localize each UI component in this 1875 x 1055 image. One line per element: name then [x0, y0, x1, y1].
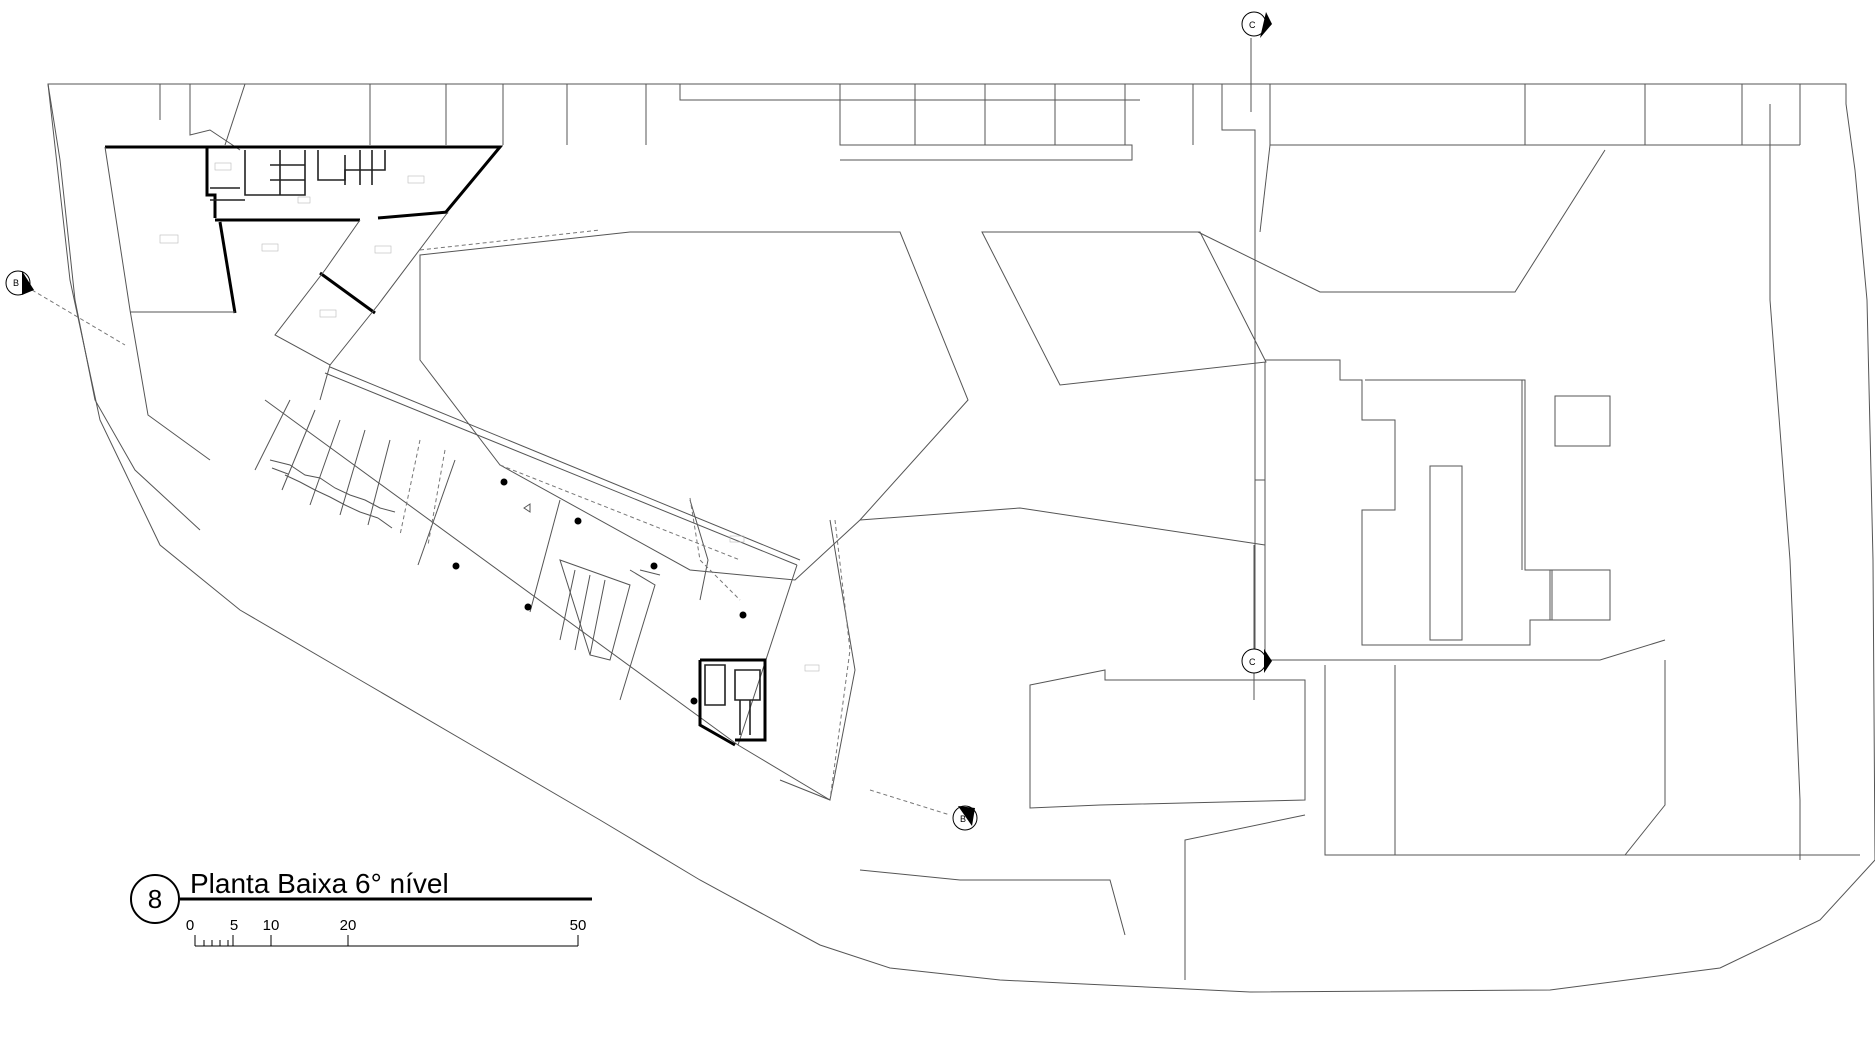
scale-tick-10: 10 [263, 917, 280, 934]
long-slab [254, 366, 831, 801]
scale-tick-0: 0 [186, 917, 194, 934]
scale-tick-20: 20 [340, 917, 357, 934]
scale-tick-50: 50 [570, 917, 587, 934]
scale-bar: 0 5 10 20 50 [186, 917, 587, 947]
section-marker-c-middle: C [1241, 545, 1272, 700]
drawing-title: Planta Baixa 6° nível [190, 868, 449, 899]
section-marker-b-bottom: B [869, 789, 978, 831]
room-labels [159, 162, 820, 672]
section-marker-b-left: B [5, 270, 126, 346]
section-b-label-2: B [960, 814, 966, 824]
neighbor-buildings-top [159, 83, 1801, 161]
section-c-label-2: C [1249, 657, 1256, 667]
section-marker-c-top: C [1241, 11, 1272, 112]
section-c-label: C [1249, 20, 1256, 30]
section-b-label: B [13, 278, 19, 288]
upper-block [104, 145, 504, 461]
structural-columns [452, 478, 747, 705]
site-outline [47, 83, 1875, 993]
drawing-number: 8 [148, 884, 162, 914]
scale-tick-5: 5 [230, 917, 238, 934]
drawing-title-block: 8 Planta Baixa 6° nível [130, 868, 592, 924]
drawing-number-circle [130, 874, 180, 924]
site-zones [419, 104, 1860, 980]
